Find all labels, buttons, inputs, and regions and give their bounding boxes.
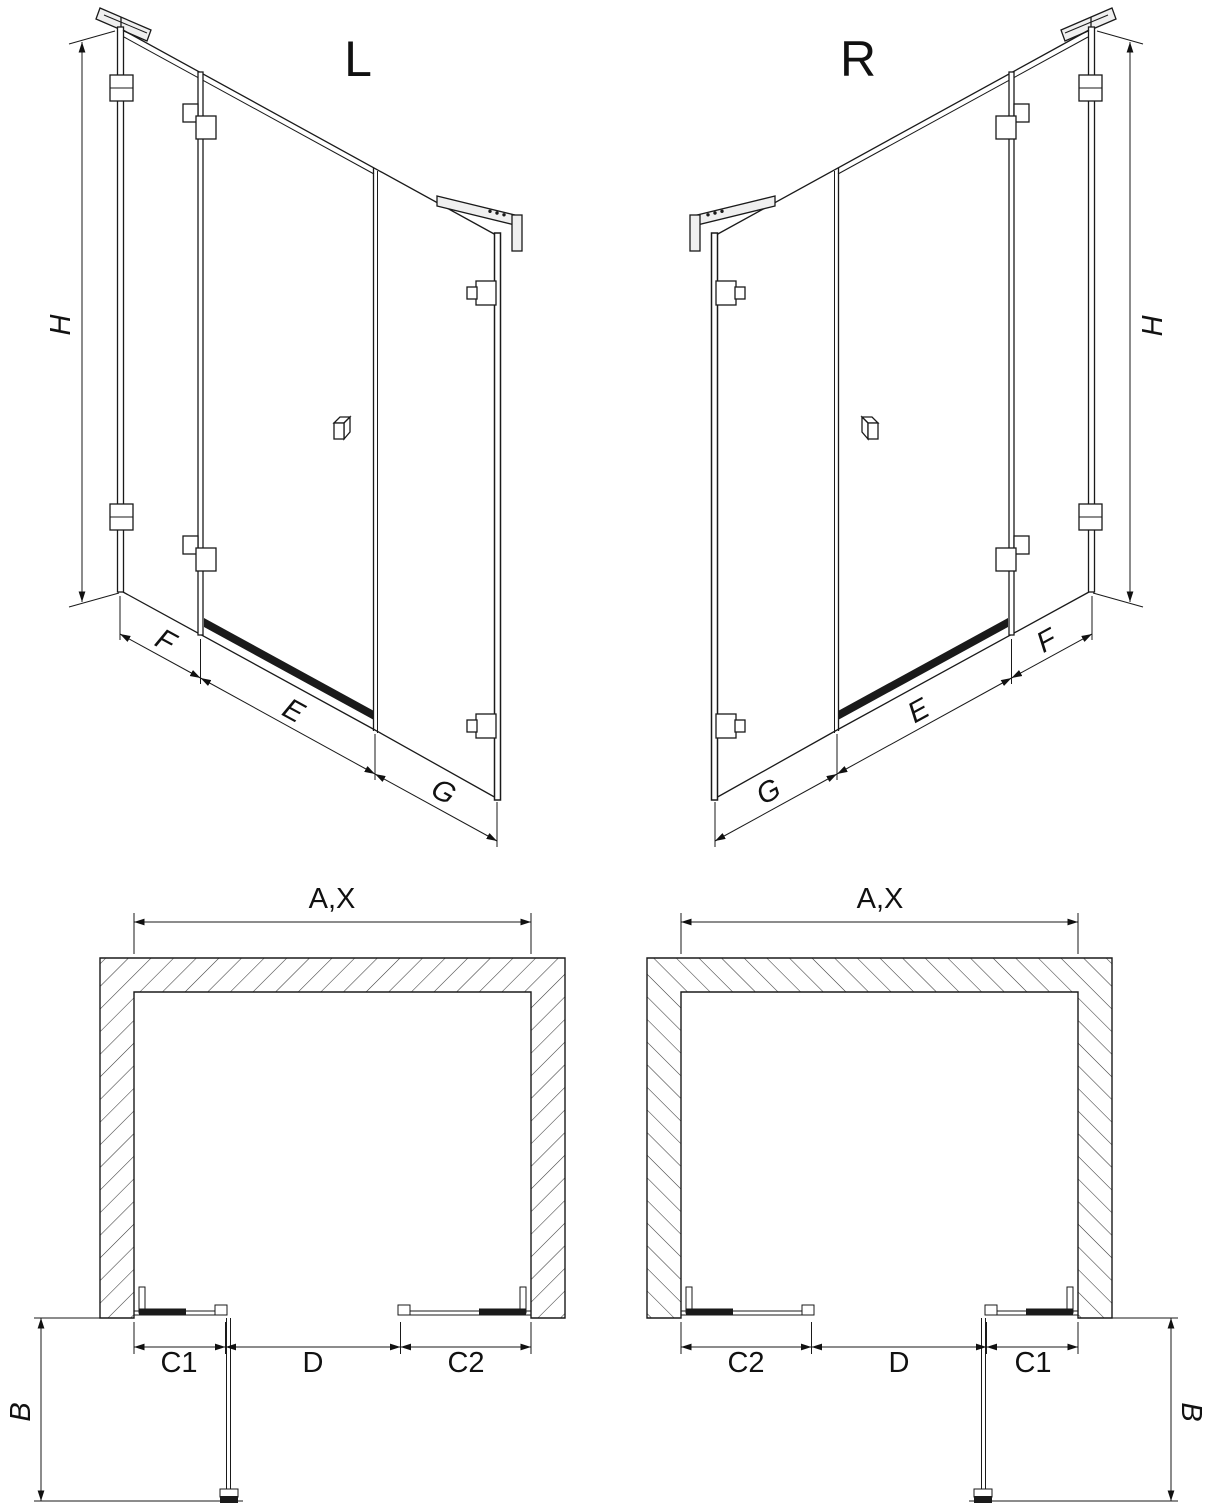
iso-left-title: L bbox=[344, 31, 372, 87]
dim-label-b-left: B bbox=[5, 1402, 37, 1421]
dim-label-f-left: F bbox=[150, 623, 183, 661]
dim-label-e-left: E bbox=[277, 692, 310, 730]
labels-layer: L H F E G R H F E G A,X C1 D C2 B A,X C2… bbox=[5, 31, 1207, 1422]
dim-label-d-right: D bbox=[889, 1347, 910, 1379]
dim-label-ax-right: A,X bbox=[857, 883, 904, 915]
dim-label-b-right: B bbox=[1175, 1402, 1207, 1421]
dim-label-f-right: F bbox=[1031, 622, 1064, 660]
dim-label-g-left: G bbox=[426, 773, 461, 812]
dim-label-e-right: E bbox=[903, 692, 936, 730]
dim-label-c1-right: C1 bbox=[1014, 1347, 1051, 1379]
dim-label-d-left: D bbox=[303, 1347, 324, 1379]
dim-label-c2-right: C2 bbox=[727, 1347, 764, 1379]
dim-label-ax-left: A,X bbox=[309, 883, 356, 915]
dim-label-h-right: H bbox=[1135, 315, 1167, 336]
dim-label-c1-left: C1 bbox=[160, 1347, 197, 1379]
plan-drawing-left bbox=[34, 913, 565, 1503]
iso-right-title: R bbox=[840, 31, 876, 87]
dim-label-g-right: G bbox=[751, 773, 786, 812]
plan-drawing-right bbox=[647, 913, 1178, 1503]
dim-label-c2-left: C2 bbox=[447, 1347, 484, 1379]
dim-label-h-left: H bbox=[45, 314, 77, 335]
